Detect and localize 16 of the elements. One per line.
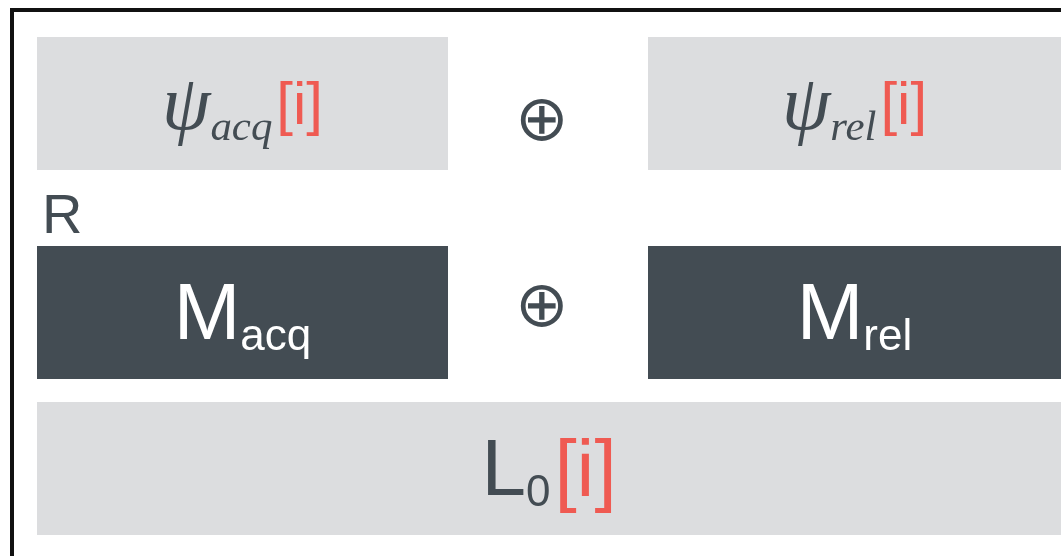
plus-operator: ⊕ [515, 272, 569, 336]
symbol-text: M$_{acq}$ [173, 265, 312, 360]
symbol-text: L$_{0}$ [481, 421, 551, 516]
light-block [37, 37, 448, 170]
light-block [37, 402, 1061, 535]
axis-label: R [42, 186, 83, 242]
plus-operator: ⊕ [515, 86, 569, 150]
dark-block [37, 246, 448, 379]
symbol-text: ψ$_{rel}$ [781, 57, 877, 150]
symbol-text: M$_{rel}$ [796, 265, 913, 360]
symbol-text: ψ$_{acq}$ [161, 57, 273, 150]
index-text: [i] [880, 69, 928, 138]
index-text: [i] [554, 422, 617, 515]
dark-block [648, 246, 1061, 379]
index-text: [i] [276, 69, 324, 138]
light-block [648, 37, 1061, 170]
